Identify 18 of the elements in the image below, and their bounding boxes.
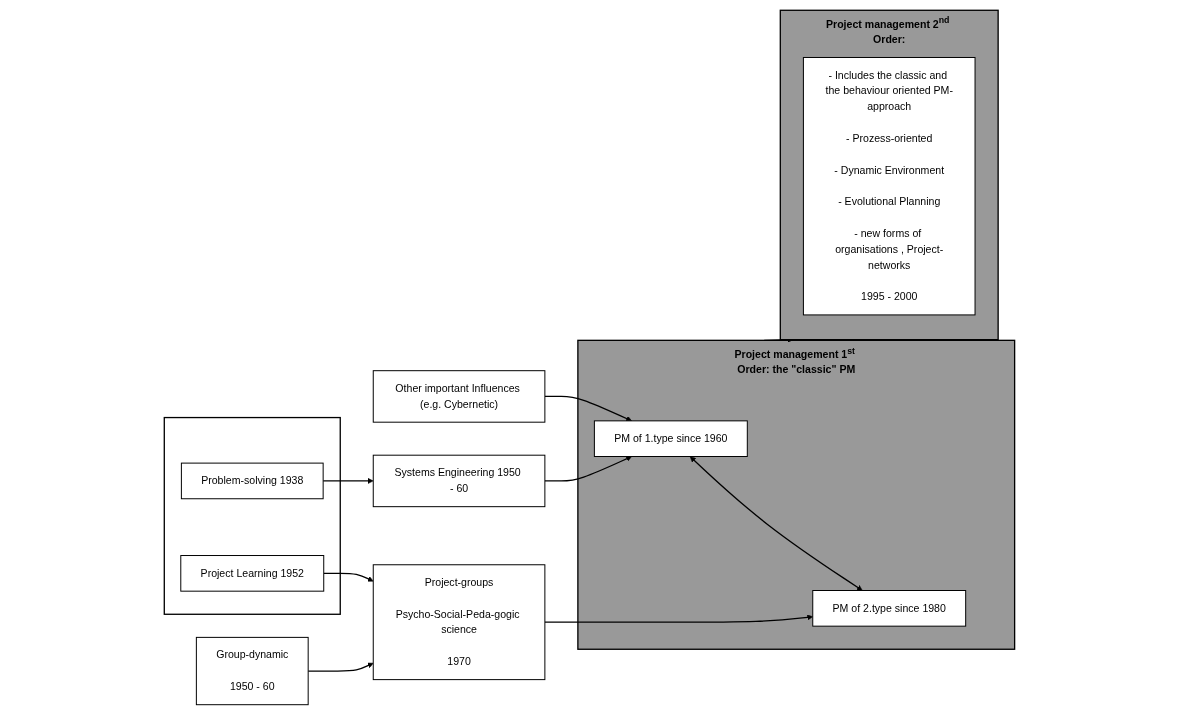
arrow	[763, 336, 793, 343]
arrow	[689, 456, 863, 591]
node-box: PM of 1.type since 1960	[593, 420, 748, 457]
arrow	[543, 456, 632, 482]
node-box: Group-dynamic 1950 - 60	[195, 636, 309, 706]
node-box: - Includes the classic and the behaviour oriented PM-approach - Prozess-oriented - Dynamic Environment - Evolutional Planning - new forms of organisations , Project-networks 1995 - 2000	[802, 57, 976, 316]
node-box: Project-groups Psycho-Social-Peda-gogic science 1970	[372, 564, 545, 681]
arrow	[543, 395, 632, 422]
node-box: Other important Influences (e.g. Cybernetic)	[372, 370, 545, 423]
arrow	[307, 662, 374, 672]
arrow	[543, 614, 813, 623]
node-box: Problem-solving 1938	[180, 462, 324, 500]
node-box: PM of 2.type since 1980	[811, 590, 966, 627]
arrow	[322, 572, 374, 582]
cluster	[163, 416, 341, 615]
node-box: Systems Engineering 1950 - 60	[372, 454, 545, 508]
node-box: Project Learning 1952	[179, 555, 324, 592]
arrow	[322, 478, 374, 484]
